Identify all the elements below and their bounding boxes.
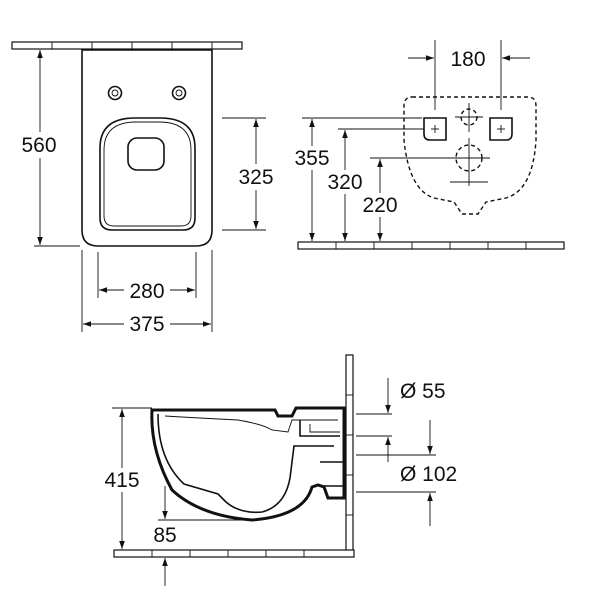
dim-d102-label: Ø 102 xyxy=(400,463,457,486)
rear-fixing-pad-right xyxy=(489,117,513,141)
dim-560-label: 560 xyxy=(21,134,56,157)
side-inlet-pipe xyxy=(299,420,340,437)
side-view: Ø 55 Ø 102 415 85 xyxy=(100,354,457,586)
bowl-outline xyxy=(81,49,213,247)
dim-220-label: 220 xyxy=(362,194,397,217)
rear-bowl-outline xyxy=(403,96,537,215)
rear-view: 180 355 320 220 xyxy=(290,40,565,250)
side-outlet-pipe xyxy=(320,461,345,487)
fixing-hole-right xyxy=(171,85,187,101)
dim-375-label: 375 xyxy=(129,313,164,336)
dim-280-label: 280 xyxy=(129,280,164,303)
dim-d55-label: Ø 55 xyxy=(400,380,446,403)
fixing-hole-left xyxy=(107,85,123,101)
dim-180-label: 180 xyxy=(450,48,485,71)
rear-fixing-pad-left xyxy=(423,117,447,141)
top-view: 560 325 280 375 xyxy=(11,41,280,336)
dim-415-label: 415 xyxy=(104,469,139,492)
rear-floor-strip xyxy=(297,241,565,250)
side-floor-strip xyxy=(113,549,355,558)
top-wall-strip xyxy=(11,41,243,50)
side-bowl-profile xyxy=(150,406,346,522)
side-wall-strip xyxy=(345,354,354,553)
side-bowl-inner xyxy=(157,413,334,514)
flush-outlet xyxy=(127,137,165,171)
dim-85-label: 85 xyxy=(153,524,176,547)
dim-355-label: 355 xyxy=(294,147,329,170)
dim-320-label: 320 xyxy=(327,171,362,194)
dim-325-label: 325 xyxy=(238,166,273,189)
seat-opening xyxy=(99,117,196,231)
